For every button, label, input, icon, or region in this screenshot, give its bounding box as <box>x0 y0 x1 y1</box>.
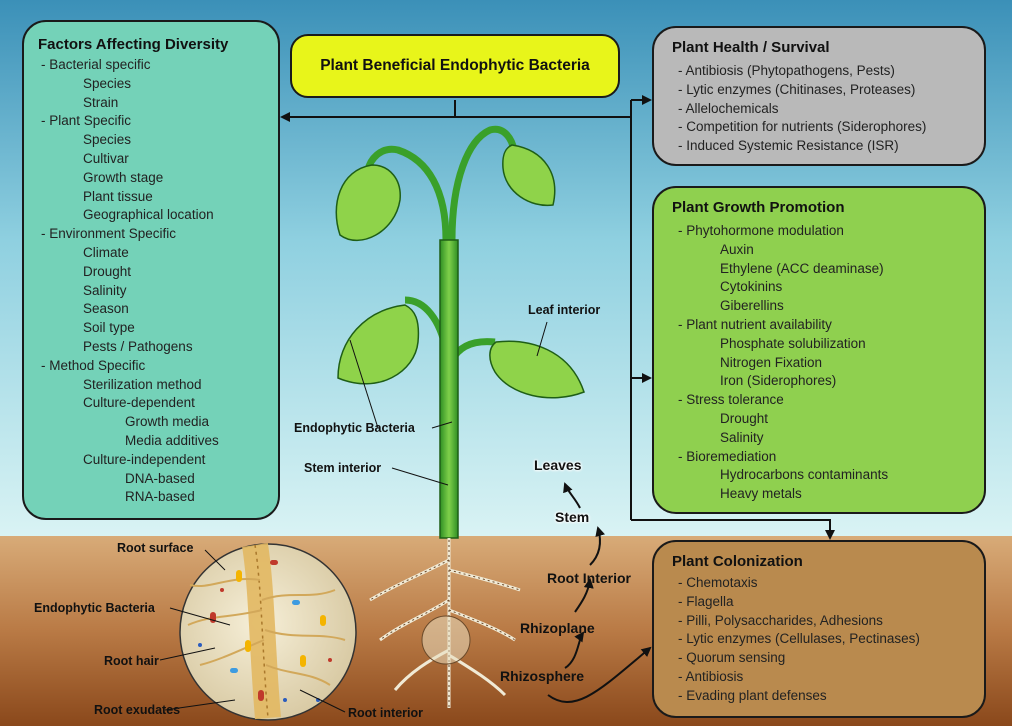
flow-stem: Stem <box>555 509 590 525</box>
health-item: - Competition for nutrients (Siderophore… <box>678 119 927 135</box>
growth-item: Iron (Siderophores) <box>720 373 837 389</box>
factors-item: Cultivar <box>83 150 129 166</box>
label-endophytic-bacteria-root: Endophytic Bacteria <box>34 601 155 615</box>
colonization-item: - Evading plant defenses <box>678 687 827 703</box>
colonization-item: - Quorum sensing <box>678 650 786 666</box>
colonization-item: - Antibiosis <box>678 668 744 684</box>
growth-item: Ethylene (ACC deaminase) <box>720 260 884 276</box>
factors-item: Species <box>83 75 132 91</box>
label-leaf-interior: Leaf interior <box>528 303 601 317</box>
flow-root-interior: Root Interior <box>547 570 631 586</box>
label-root-surface: Root surface <box>117 541 194 555</box>
colonization-title: Plant Colonization <box>672 553 803 570</box>
factors-item: - Environment Specific <box>41 226 177 242</box>
colonization-item: - Chemotaxis <box>678 575 758 590</box>
growth-item: Drought <box>720 410 769 426</box>
colonization-item: - Flagella <box>678 593 734 609</box>
factors-item: Growth stage <box>83 169 164 185</box>
leaf-upper-right <box>502 144 556 207</box>
growth-box: Plant Growth Promotion - Phytohormone mo… <box>652 186 986 514</box>
growth-item: Phosphate solubilization <box>720 335 866 351</box>
flow-leaves: Leaves <box>534 457 582 473</box>
growth-item: - Plant nutrient availability <box>678 316 832 332</box>
growth-item: Salinity <box>720 429 764 445</box>
factors-item: Culture-dependent <box>83 395 195 411</box>
factors-item: Media additives <box>125 432 219 448</box>
growth-item: Heavy metals <box>720 486 802 502</box>
growth-item: Auxin <box>720 241 754 257</box>
title-box: Plant Beneficial Endophytic Bacteria <box>290 34 620 98</box>
connector-lines <box>280 95 835 540</box>
health-item: - Lytic enzymes (Chitinases, Proteases) <box>678 81 916 97</box>
colonization-item: - Pilli, Polysaccharides, Adhesions <box>678 612 883 628</box>
factors-item: Drought <box>83 263 132 279</box>
growth-item: - Phytohormone modulation <box>678 223 844 238</box>
factors-box: Factors Affecting Diversity - Bacterial … <box>22 20 280 520</box>
flow-rhizoplane: Rhizoplane <box>520 620 595 636</box>
health-title: Plant Health / Survival <box>672 39 830 56</box>
flow-rhizosphere: Rhizosphere <box>500 668 585 684</box>
colonization-list: - Chemotaxis - Flagella - Pilli, Polysacch… <box>672 574 984 706</box>
factors-item: Sterilization method <box>83 376 202 392</box>
growth-item: - Stress tolerance <box>678 392 784 408</box>
factors-title: Factors Affecting Diversity <box>38 36 229 53</box>
factors-item: - Bacterial specific <box>41 57 151 72</box>
factors-item: Geographical location <box>83 207 214 223</box>
leaf-mid-right <box>489 340 585 399</box>
factors-item: Plant tissue <box>83 188 153 204</box>
plant-label-pointers <box>349 321 548 486</box>
leaf-upper-left <box>335 164 401 241</box>
factors-item: Soil type <box>83 320 135 336</box>
growth-item: Nitrogen Fixation <box>720 354 823 370</box>
page-title: Plant Beneficial Endophytic Bacteria <box>320 57 590 74</box>
root-zoom-marker <box>421 615 471 665</box>
health-item: - Allelochemicals <box>678 100 779 116</box>
label-root-exudates: Root exudates <box>94 703 181 717</box>
factors-item: Culture-independent <box>83 451 206 467</box>
growth-item: - Bioremediation <box>678 448 777 464</box>
colonization-item: - Lytic enzymes (Cellulases, Pectinases) <box>678 631 920 647</box>
factors-item: Growth media <box>125 414 210 430</box>
factors-item: DNA-based <box>125 470 195 486</box>
health-list: - Antibiosis (Phytopathogens, Pests) - Ly… <box>672 62 984 156</box>
root-magnification-circle <box>159 543 357 721</box>
factors-item: - Plant Specific <box>41 113 132 129</box>
factors-item: Species <box>83 132 132 148</box>
growth-item: Cytokinins <box>720 279 783 295</box>
health-box: Plant Health / Survival - Antibiosis (Ph… <box>652 26 986 166</box>
health-item: - Antibiosis (Phytopathogens, Pests) <box>678 63 895 78</box>
growth-item: Giberellins <box>720 298 784 314</box>
factors-item: Season <box>83 301 129 317</box>
health-item: - Induced Systemic Resistance (ISR) <box>678 138 899 154</box>
label-root-interior: Root interior <box>348 706 423 720</box>
growth-title: Plant Growth Promotion <box>672 199 845 216</box>
factors-item: Climate <box>83 244 129 260</box>
factors-item: - Method Specific <box>41 357 146 373</box>
factors-item: Strain <box>83 94 119 110</box>
factors-item: Pests / Pathogens <box>83 338 193 354</box>
label-stem-interior: Stem interior <box>304 461 382 475</box>
colonization-box: Plant Colonization - Chemotaxis - Flagell… <box>652 540 986 718</box>
label-root-hair: Root hair <box>104 654 159 668</box>
flow-arrows <box>547 482 652 703</box>
plant-illustration <box>335 125 585 708</box>
factors-item: RNA-based <box>125 489 195 505</box>
factors-item: Salinity <box>83 282 127 298</box>
growth-item: Hydrocarbons contaminants <box>720 467 889 483</box>
label-endophytic-bacteria-plant: Endophytic Bacteria <box>294 421 415 435</box>
